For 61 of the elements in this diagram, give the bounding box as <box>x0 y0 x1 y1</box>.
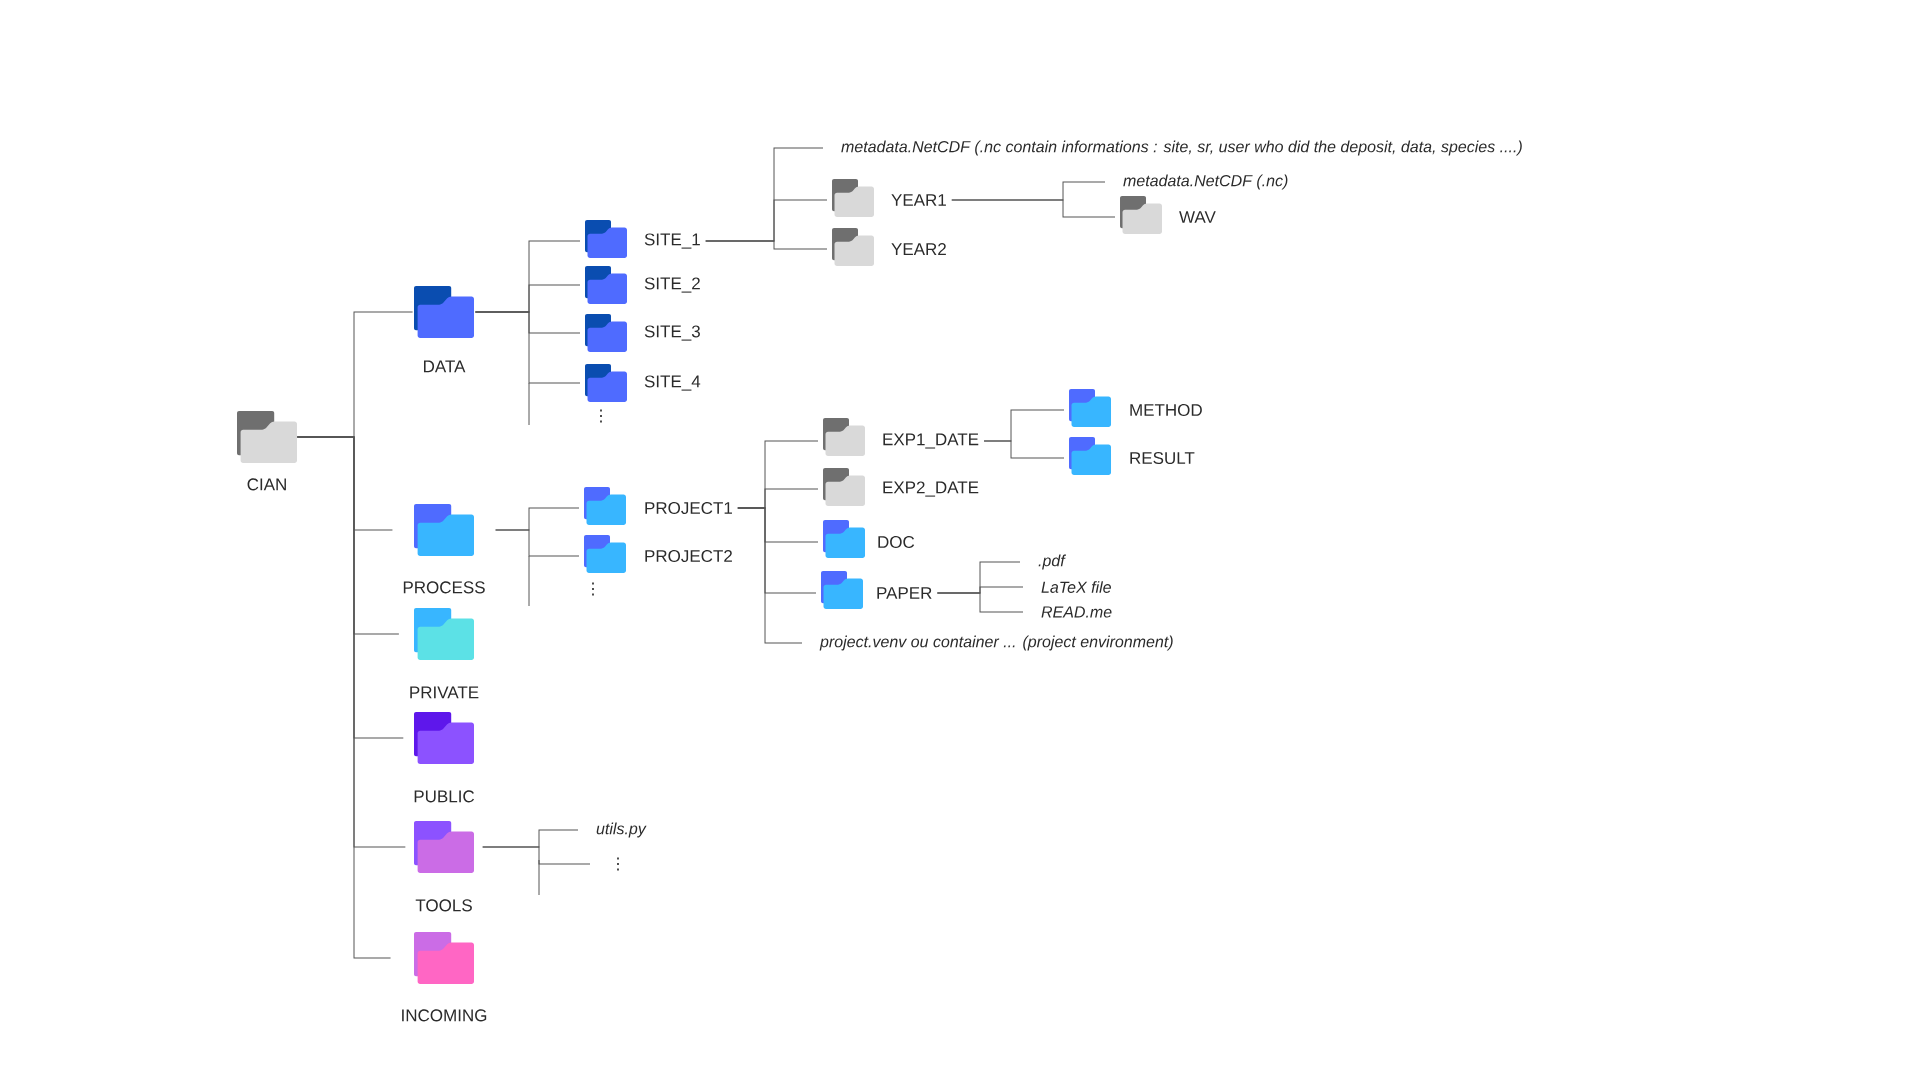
tree-line <box>936 592 1024 613</box>
folder: SITE_4 <box>585 364 701 402</box>
node-label: PROJECT2 <box>645 549 732 563</box>
folder: METHOD <box>1069 389 1202 427</box>
folder: SITE_3 <box>585 314 700 352</box>
folder: EXP1_DATE <box>823 418 979 456</box>
folder: PROJECT1 <box>584 487 732 525</box>
node-label: SITE_4 <box>644 375 701 391</box>
folder: WAV <box>1120 196 1216 234</box>
folder: INCOMING <box>402 932 487 1022</box>
file-name: metadata.NetCDF (.nc contain informations : site, sr, user who did the deposit, data, species ....) <box>841 140 1522 156</box>
folder: DOC <box>823 520 915 558</box>
node-label: INCOMING <box>402 1009 487 1022</box>
folder: PRIVATE <box>410 608 479 699</box>
node-label: PRIVATE <box>410 686 479 699</box>
file-name: LaTeX file <box>1041 581 1111 593</box>
tree-line <box>296 436 392 959</box>
folder: SITE_1 <box>585 220 700 258</box>
folder: PROCESS <box>403 504 485 594</box>
node-label: YEAR1 <box>891 194 946 206</box>
node-label: SITE_1 <box>644 233 700 249</box>
node-label: EXP1_DATE <box>883 433 979 449</box>
ellipsis: ⋮ <box>617 857 619 871</box>
node-label: DOC <box>878 535 915 549</box>
tree-line <box>482 846 591 865</box>
folder: SITE_2 <box>585 266 700 304</box>
tree-line <box>705 240 828 250</box>
node-label: WAV <box>1179 211 1216 223</box>
folder: EXP2_DATE <box>823 468 979 506</box>
file-name: .pdf <box>1038 554 1067 570</box>
folder: PAPER <box>821 571 932 609</box>
file-name: project.venv ou container ... (project environment) <box>819 635 1173 651</box>
node-label: PAPER <box>877 587 932 599</box>
folder: YEAR1 <box>832 179 946 217</box>
folder: RESULT <box>1069 437 1195 475</box>
node-label: PROCESS <box>403 581 485 594</box>
folder: PROJECT2 <box>584 535 732 573</box>
tree-line <box>983 440 1065 459</box>
node-label: METHOD <box>1130 403 1202 417</box>
node-label: TOOLS <box>415 899 472 912</box>
node-label: SITE_2 <box>644 277 700 293</box>
folder: DATA <box>414 286 474 373</box>
folder: CIAN <box>237 411 297 491</box>
file-name: metadata.NetCDF (.nc) <box>1123 174 1288 190</box>
node-label: EXP2_DATE <box>883 481 979 497</box>
node-label: DATA <box>423 360 466 373</box>
tree-line <box>495 529 580 557</box>
node-label: SITE_3 <box>644 325 700 341</box>
tree-line <box>951 199 1116 218</box>
node-label: YEAR2 <box>891 243 946 255</box>
file-name: utils.py <box>596 822 647 838</box>
folder: YEAR2 <box>832 228 946 266</box>
node-label: CIAN <box>247 478 286 491</box>
node-label: PROJECT1 <box>645 501 732 515</box>
tree-line <box>737 507 803 644</box>
tree-line <box>474 311 581 384</box>
node-label: PUBLIC <box>414 790 475 803</box>
folder: PUBLIC <box>414 712 475 803</box>
file-name: READ.me <box>1041 606 1112 618</box>
folder: TOOLS <box>414 821 474 912</box>
node-label: RESULT <box>1130 451 1195 465</box>
